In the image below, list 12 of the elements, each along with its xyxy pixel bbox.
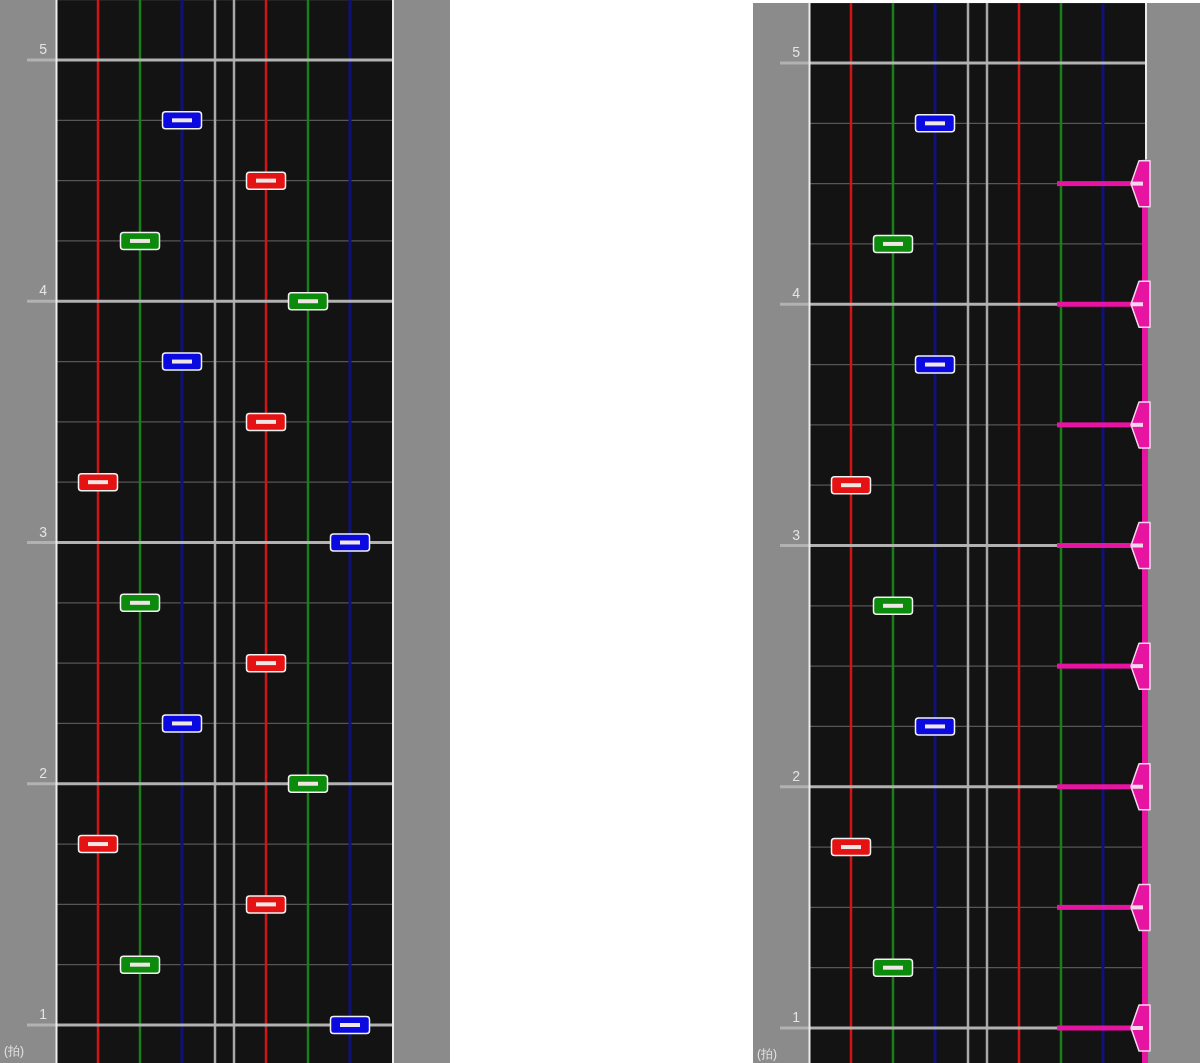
tick-label: 5: [38, 40, 47, 58]
tick-label: 1: [791, 1008, 800, 1026]
tick-label: 4: [791, 284, 800, 303]
tick-label: 5: [791, 43, 800, 61]
tick-label: 2: [791, 766, 800, 785]
axis-unit-label: (拍): [4, 1043, 24, 1059]
tick-label: 3: [38, 522, 47, 541]
tick-label: 4: [38, 281, 47, 300]
tick-label: 1: [38, 1005, 47, 1023]
axis-unit-label: (拍): [757, 1046, 777, 1062]
tick-label: 3: [791, 525, 800, 544]
tick-label: 2: [38, 763, 47, 782]
